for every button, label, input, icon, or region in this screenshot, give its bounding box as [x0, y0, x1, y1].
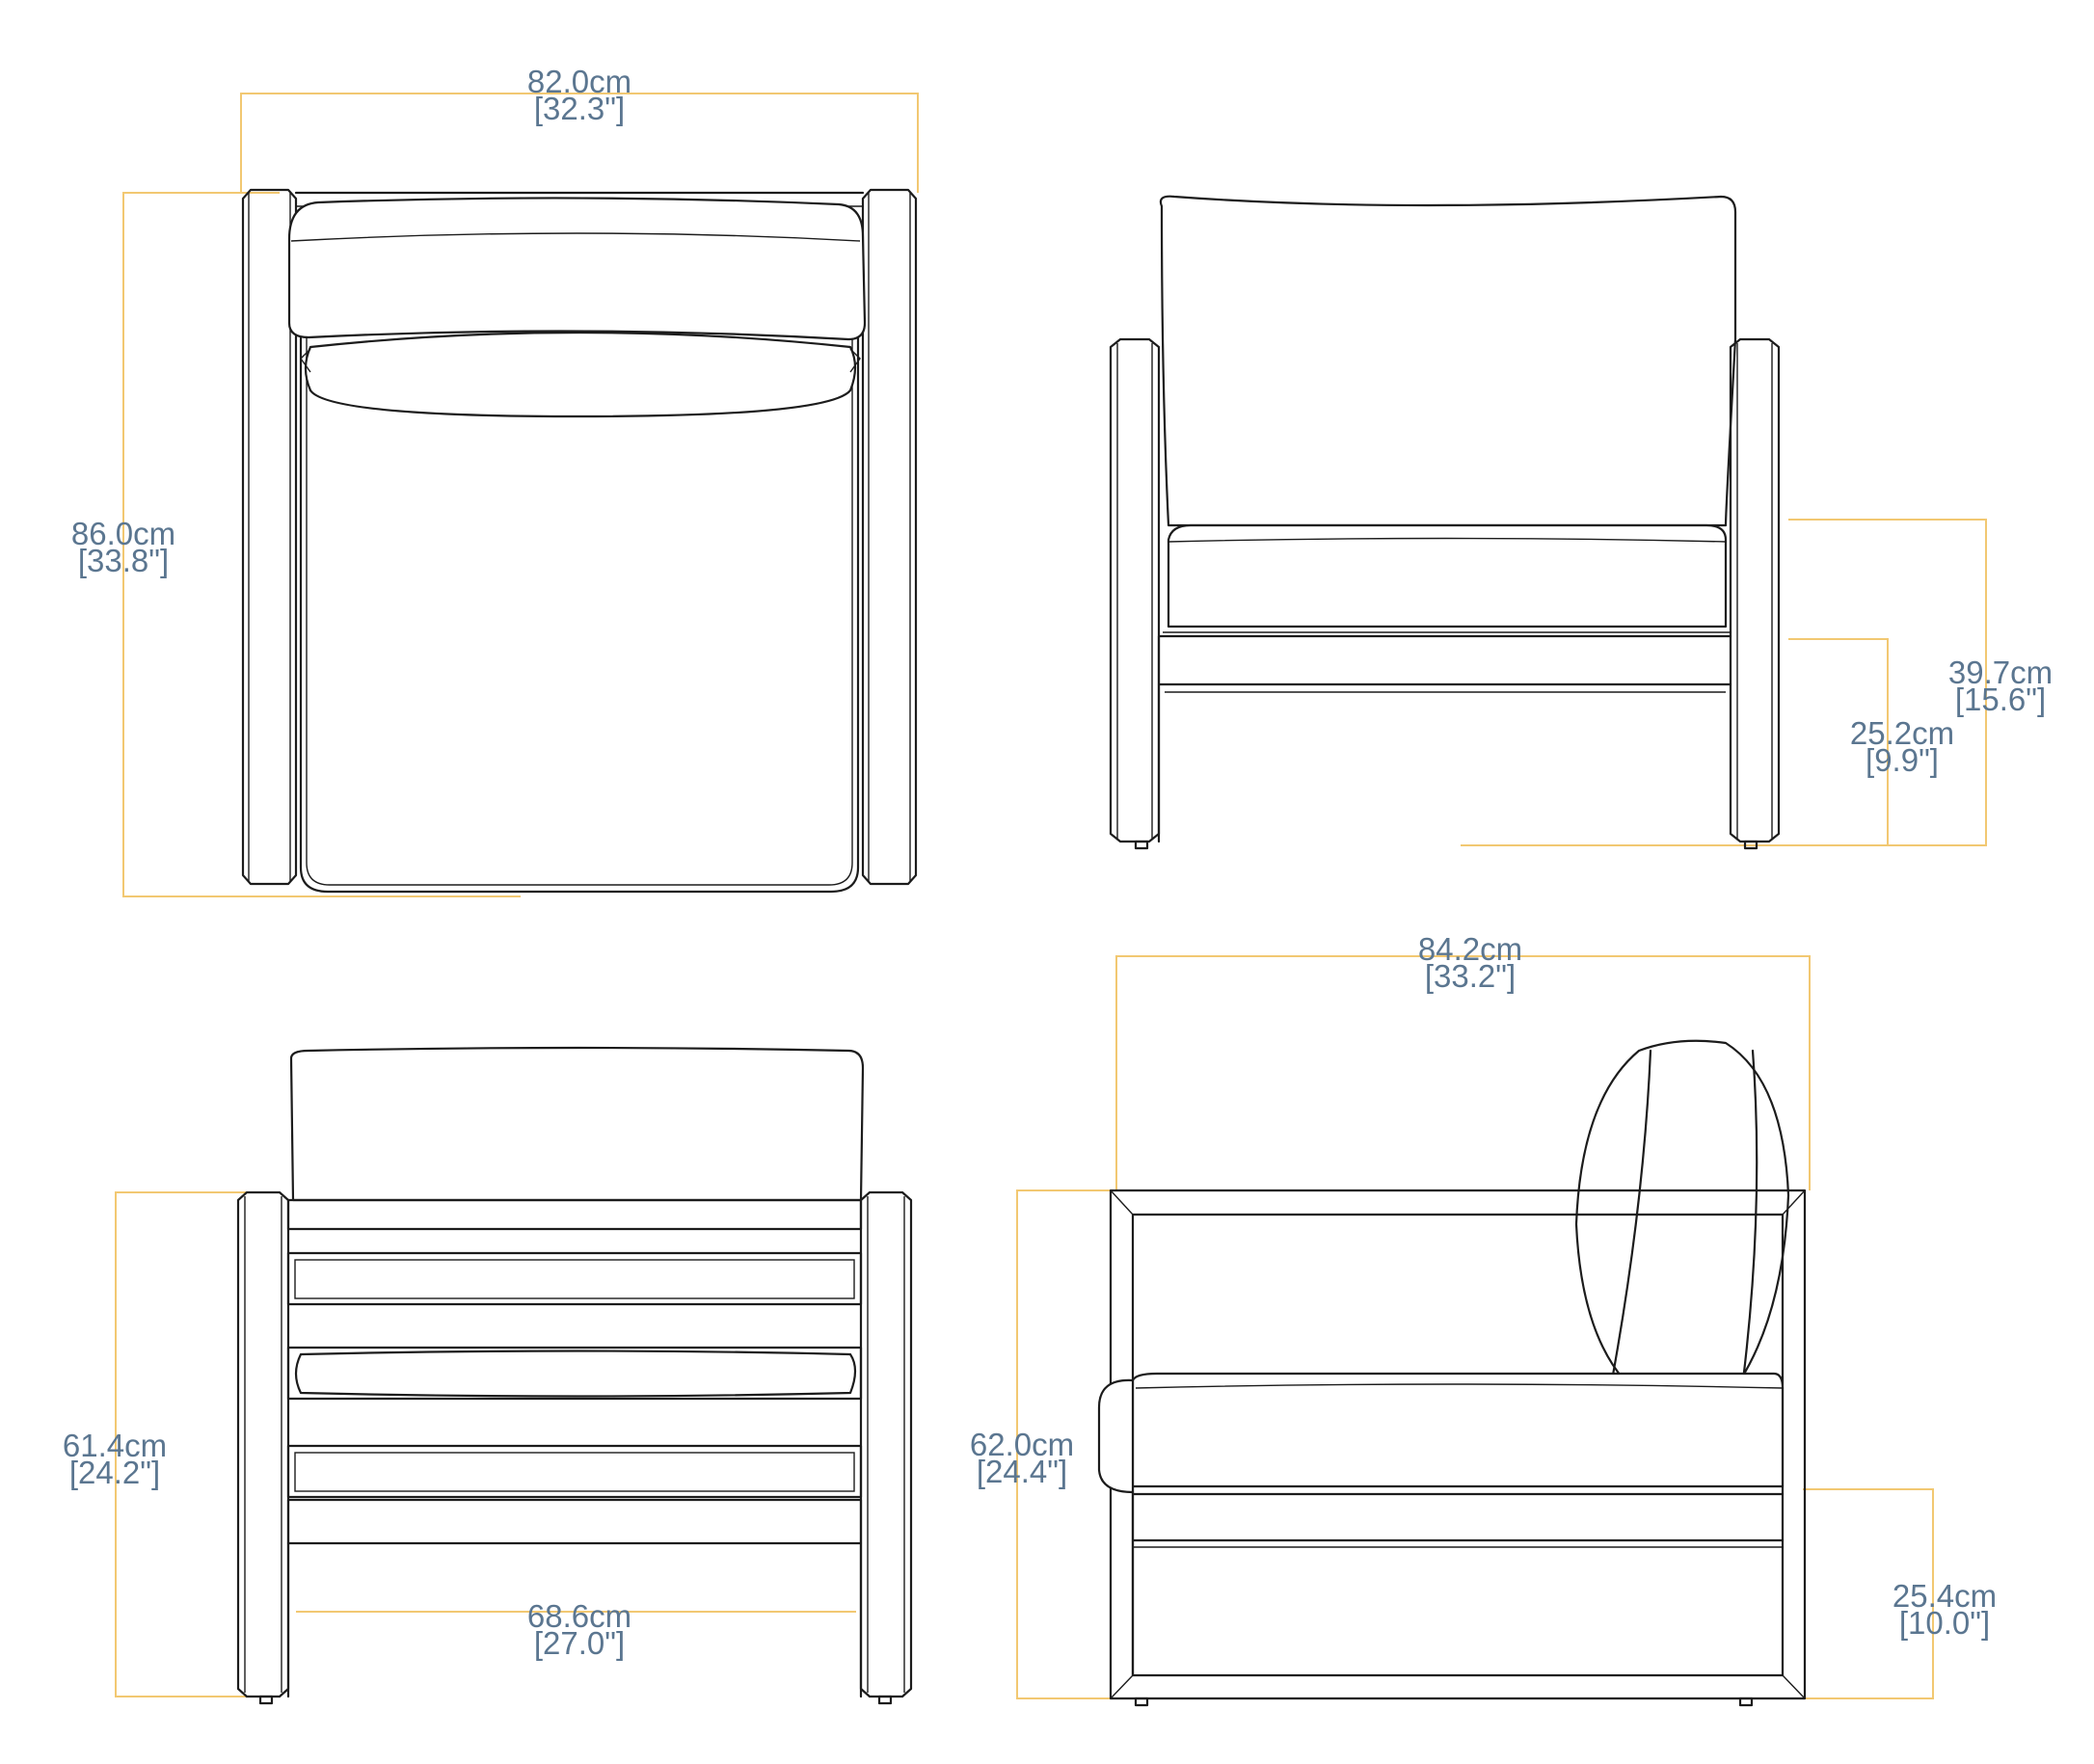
back-arm-height-cm: 61.4cm — [63, 1428, 167, 1463]
back-inner-width-cm: 68.6cm — [527, 1598, 631, 1634]
front-view — [1109, 195, 1987, 850]
back-right-arm — [859, 1190, 913, 1698]
top-width-dimension-line — [240, 93, 919, 193]
back-cushion-front — [1159, 195, 1737, 527]
back-view — [115, 1046, 913, 1705]
side-depth-in: [33.2"] — [1425, 958, 1516, 994]
side-height-cm: 62.0cm — [970, 1427, 1074, 1462]
front-arm-height-cm: 39.7cm — [1948, 655, 2053, 690]
back-arm-height-in: [24.2"] — [69, 1455, 160, 1490]
front-seat-height-line — [1788, 638, 1889, 845]
seat-cushion-top — [299, 220, 860, 894]
side-clearance-in: [10.0"] — [1899, 1605, 1990, 1641]
top-depth-dimension-line — [122, 192, 521, 897]
side-clearance-cm: 25.4cm — [1893, 1578, 1997, 1614]
back-cushion-top — [287, 197, 867, 341]
back-left-arm — [236, 1190, 290, 1698]
front-arm-height-line — [1461, 519, 1987, 846]
side-height-in: [24.4"] — [977, 1454, 1067, 1489]
back-arm-height-line — [115, 1191, 251, 1697]
top-depth-in: [33.8"] — [78, 543, 169, 578]
front-seat-height-in: [9.9"] — [1866, 742, 1939, 778]
back-cushion-back — [289, 1046, 865, 1202]
lumbar-pillow-back — [294, 1350, 857, 1398]
top-width-cm: 82.0cm — [527, 64, 631, 99]
dimension-labels: 82.0cm [32.3"] 86.0cm [33.8"] 39.7cm [15… — [63, 64, 2053, 1661]
side-view — [1016, 955, 1934, 1707]
top-view — [122, 93, 919, 897]
top-width-in: [32.3"] — [534, 91, 625, 126]
left-arm — [241, 188, 298, 886]
side-clearance-dimension-line — [1764, 1488, 1934, 1699]
side-depth-dimension-line — [1115, 955, 1811, 1190]
seat-cushion-front — [1167, 523, 1728, 628]
seat-cushion-side — [1131, 1372, 1785, 1488]
back-cushion-side — [1574, 1039, 1790, 1382]
top-depth-cm: 86.0cm — [71, 516, 175, 551]
seat-cushion-front-roll — [1097, 1378, 1135, 1494]
side-depth-cm: 84.2cm — [1418, 931, 1522, 967]
side-height-dimension-line — [1016, 1189, 1116, 1699]
lumbar-pillow-top — [304, 331, 857, 418]
front-right-arm — [1729, 337, 1781, 843]
front-seat-height-cm: 25.2cm — [1850, 715, 1954, 751]
right-arm — [861, 188, 918, 886]
front-arm-height-in: [15.6"] — [1955, 682, 2046, 717]
back-inner-width-in: [27.0"] — [534, 1625, 625, 1661]
